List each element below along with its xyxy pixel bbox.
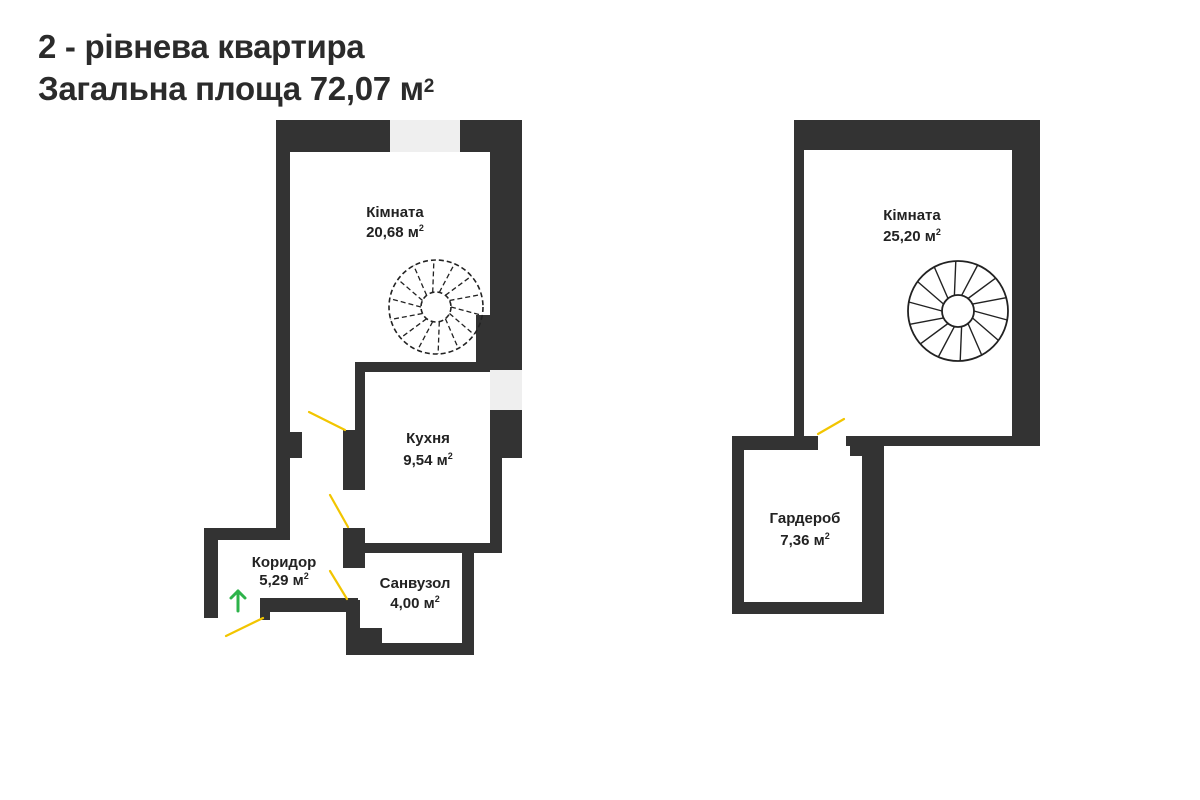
stair-tread: [438, 263, 456, 293]
room-name: Коридор: [252, 554, 317, 571]
stair-tread: [917, 281, 945, 305]
stair-tread: [432, 259, 435, 293]
stair-tread: [909, 317, 944, 325]
stair-tread: [449, 293, 482, 302]
floor-2-plan: Кімната 25,20 м2 Гардероб 7,36 м2: [732, 120, 1040, 614]
stair-tread: [397, 278, 423, 301]
floor-2-doors: [816, 417, 846, 436]
stair-tread: [919, 322, 949, 345]
page-title: 2 - рівнева квартира: [38, 28, 365, 65]
room-name: Гардероб: [770, 510, 841, 527]
door-wardrobe: [816, 417, 846, 436]
room-area: 4,00 м2: [390, 594, 439, 612]
entry-arrow-icon: [229, 589, 247, 613]
stair-tread: [967, 277, 997, 300]
window: [390, 120, 460, 152]
stair-tread: [390, 312, 423, 321]
stair-tread: [971, 317, 999, 341]
stair-tread: [400, 318, 427, 339]
floor-2-labels: Кімната 25,20 м2 Гардероб 7,36 м2: [770, 207, 942, 549]
room-area: 9,54 м2: [403, 451, 452, 469]
floor-1-windows: [390, 120, 522, 410]
room-area: 20,68 м2: [366, 223, 424, 241]
door-bathroom: [328, 569, 349, 601]
room-name: Кімната: [883, 207, 941, 224]
total-area-text: Загальна площа 72,07 м: [38, 70, 424, 107]
total-area-sup: 2: [423, 76, 435, 97]
stair-tread: [959, 326, 963, 362]
door-kitchen: [307, 410, 347, 432]
stair-tread: [416, 321, 434, 351]
stair-tread: [413, 265, 428, 296]
floor-1-walls: [204, 120, 522, 655]
stair-tread: [389, 297, 422, 308]
stair-tread: [960, 264, 979, 296]
stair-tread: [953, 260, 957, 296]
room-area: 7,36 м2: [780, 531, 829, 549]
floor-1-doors: [224, 410, 350, 638]
floor-2-walls: [732, 120, 1040, 614]
stair-tread: [444, 318, 459, 349]
total-area: Загальна площа 72,07 м2: [38, 68, 434, 110]
stair-tread: [967, 323, 983, 356]
stair-tread: [933, 266, 949, 299]
stair-tread: [450, 306, 483, 317]
room-name: Кухня: [406, 430, 450, 447]
spiral-staircase-icon: [388, 259, 484, 355]
stair-tread: [973, 310, 1008, 321]
stair-tread: [449, 313, 475, 336]
window: [490, 370, 522, 410]
stair-tread: [445, 275, 472, 296]
spiral-staircase-icon: [907, 260, 1009, 362]
stair-tread: [972, 297, 1007, 305]
room-name: Кімната: [366, 204, 424, 221]
stair-tread: [937, 326, 956, 358]
room-area: 5,29 м2: [259, 571, 308, 589]
floor-1-plan: Кімната 20,68 м2 Кухня 9,54 м2 Коридор 5…: [204, 120, 522, 655]
room-name: Санвузол: [380, 575, 451, 592]
floor-1-labels: Кімната 20,68 м2 Кухня 9,54 м2 Коридор 5…: [252, 204, 453, 612]
title-block: 2 - рівнева квартира Загальна площа 72,0…: [38, 26, 434, 110]
door-entrance: [224, 616, 265, 638]
room-area: 25,20 м2: [883, 227, 941, 245]
door-kitchen-lower: [328, 493, 350, 529]
stair-tread: [908, 301, 943, 312]
stair-tread: [437, 321, 440, 355]
